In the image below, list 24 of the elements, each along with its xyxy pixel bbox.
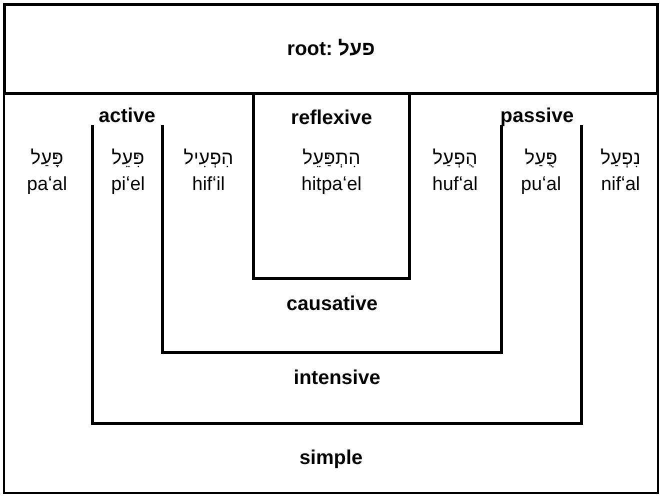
hebrew-word: פִּעֵל bbox=[112, 147, 144, 171]
u-bracket bbox=[91, 125, 583, 425]
hebrew-word: הִתְפַּעֵל bbox=[302, 147, 360, 171]
hebrew-word: הִפְעִיל bbox=[184, 147, 234, 171]
transliteration: puʻal bbox=[520, 173, 562, 197]
group-box bbox=[252, 92, 411, 280]
transliteration: hitpaʻel bbox=[301, 173, 362, 197]
header-box: root: פעל bbox=[3, 3, 659, 95]
group-label: simple bbox=[298, 447, 364, 470]
group-label: intensive bbox=[292, 367, 382, 390]
group-label: causative bbox=[285, 293, 379, 316]
transliteration: hufʻal bbox=[432, 173, 478, 197]
group-label: passive bbox=[499, 105, 575, 128]
transliteration: paʻal bbox=[26, 173, 68, 197]
group-label: active bbox=[98, 105, 156, 128]
hebrew-word: פֻּעַל bbox=[524, 147, 558, 171]
hebrew-word: הֻפְעַל bbox=[432, 147, 478, 171]
transliteration: hifʻil bbox=[192, 173, 225, 197]
transliteration: piʻel bbox=[111, 173, 145, 197]
u-bracket bbox=[161, 125, 503, 354]
transliteration: nifʻal bbox=[600, 173, 640, 197]
hebrew-word: פָּעַל bbox=[30, 147, 64, 171]
hebrew-word: נִפְעַל bbox=[600, 147, 641, 171]
group-label: reflexive bbox=[290, 107, 374, 130]
